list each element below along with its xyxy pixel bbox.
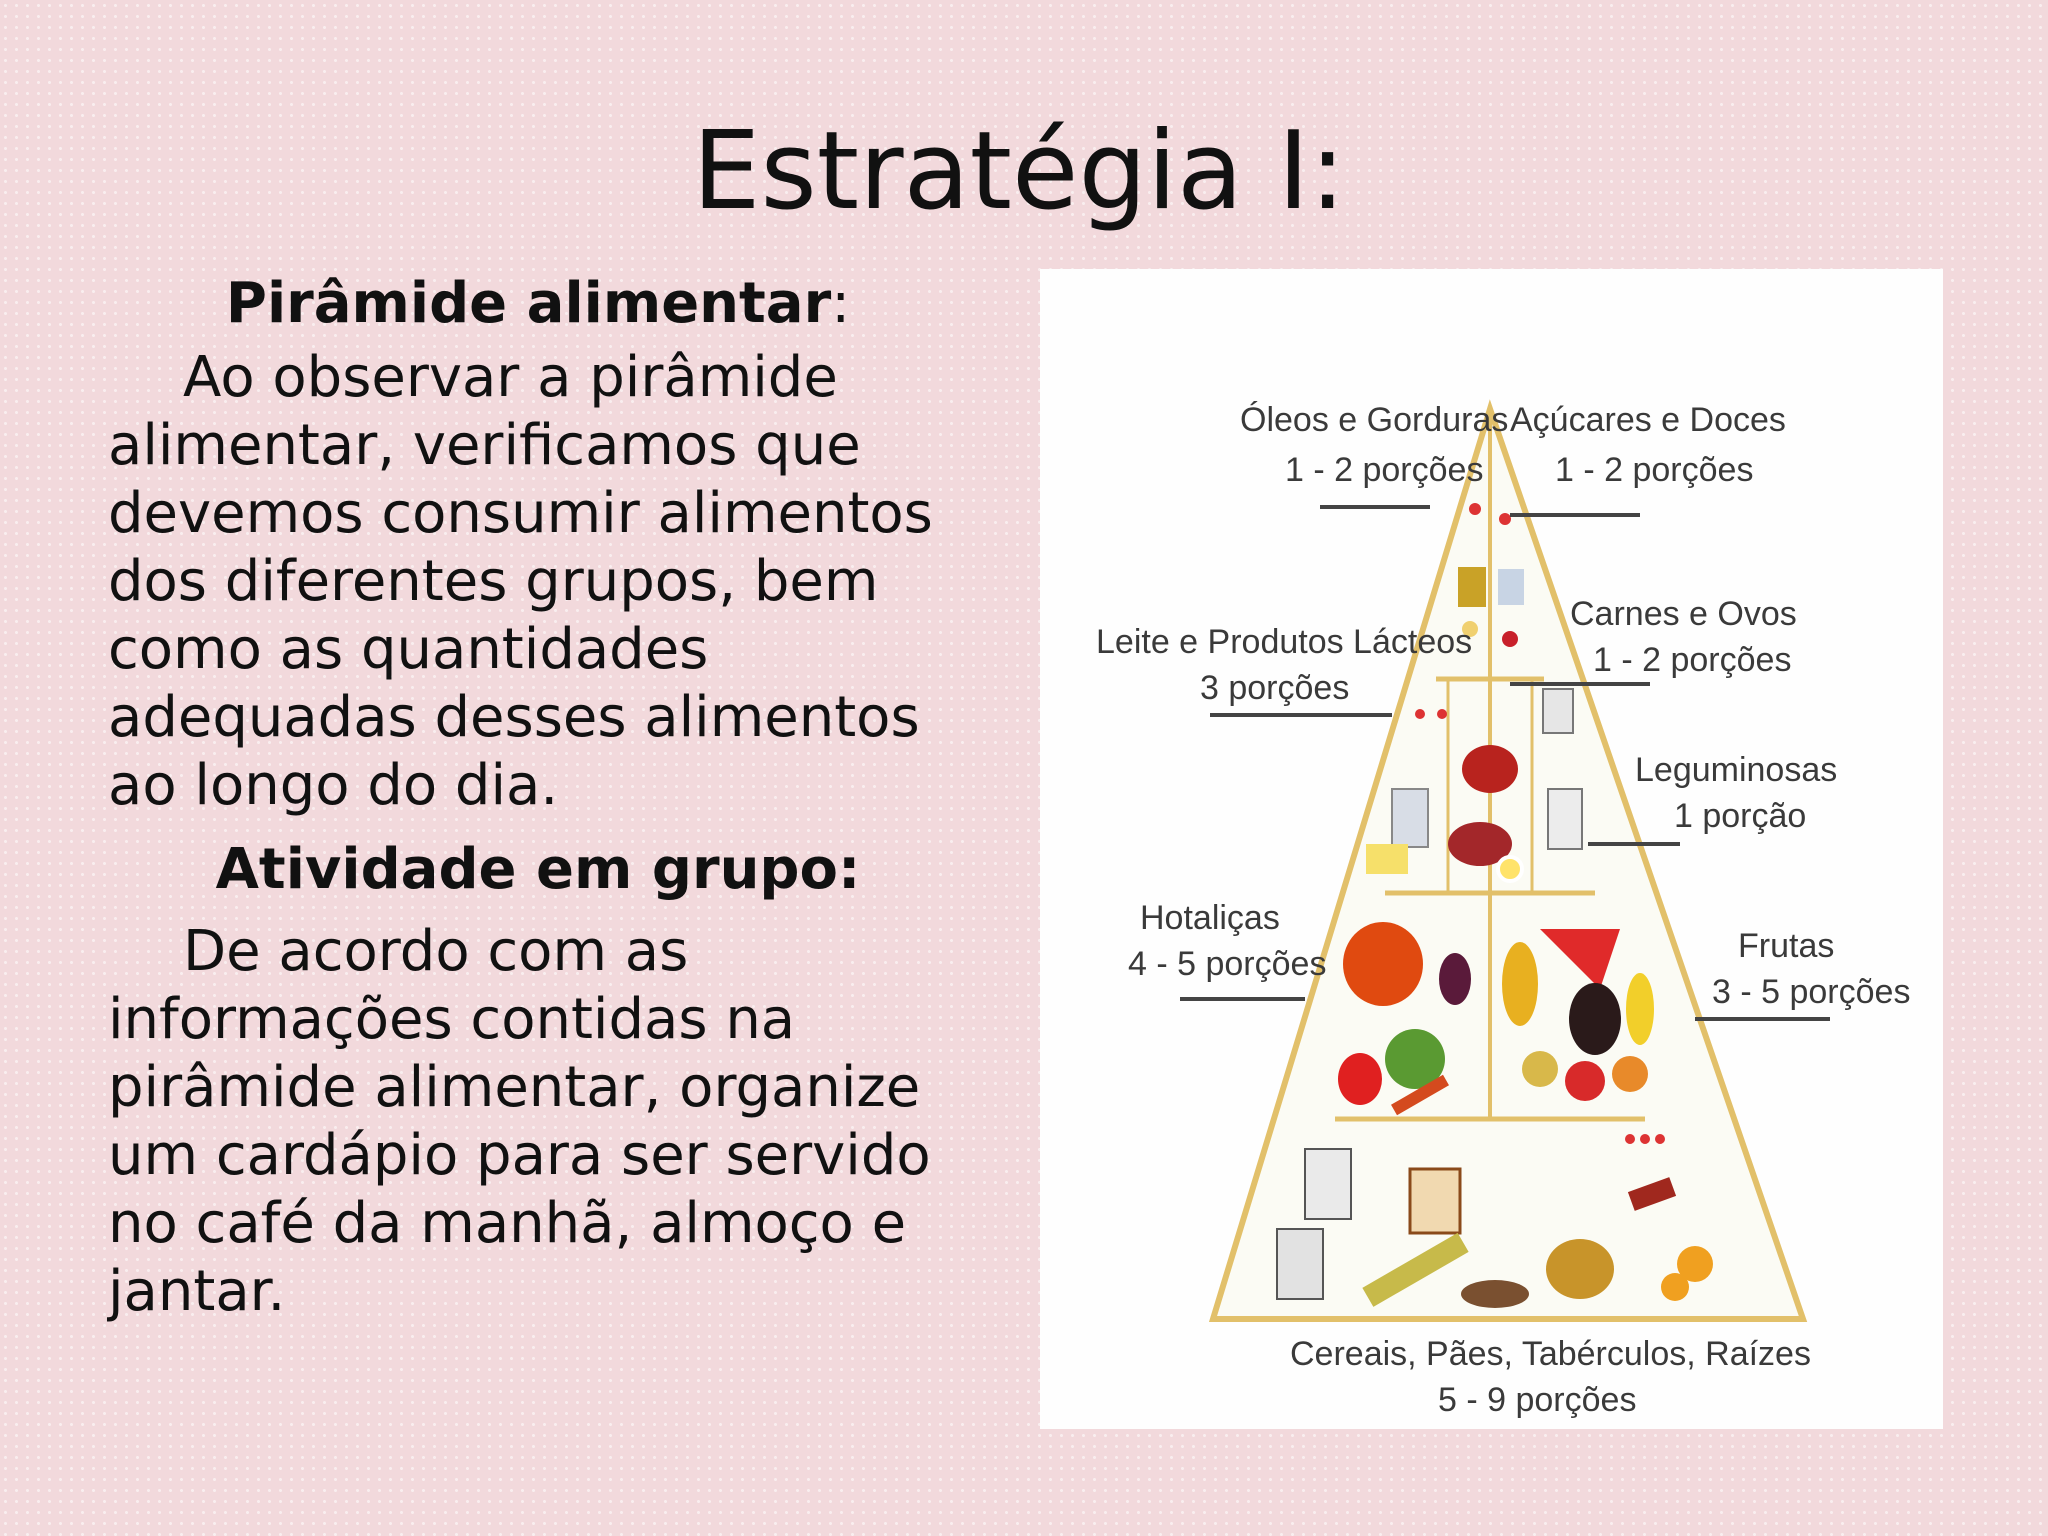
label-grains-name: Cereais, Pães, Tabérculos, Raízes <box>1290 1335 1811 1373</box>
text-column: Pirâmide alimentar: Ao observar a pirâmi… <box>108 270 988 1326</box>
label-fruits-name: Frutas <box>1738 927 1834 965</box>
label-vegetables-name: Hotaliças <box>1140 899 1280 937</box>
label-sugars-name: Açúcares e Doces <box>1510 401 1786 439</box>
label-fruits-portions: 3 - 5 porções <box>1712 973 1910 1011</box>
label-oils-name: Óleos e Gorduras <box>1240 401 1508 439</box>
section1-body: Ao observar a pirâmide alimentar, verifi… <box>108 345 933 818</box>
label-grains-portions: 5 - 9 porções <box>1438 1381 1636 1419</box>
label-meats-portions: 1 - 2 porções <box>1593 641 1791 679</box>
label-dairy-portions: 3 porções <box>1200 669 1349 707</box>
food-pyramid-image: Óleos e Gorduras 1 - 2 porções Açúcares … <box>1040 269 1943 1429</box>
label-dairy-name: Leite e Produtos Lácteos <box>1096 623 1472 661</box>
label-meats-name: Carnes e Ovos <box>1570 595 1797 633</box>
food-illustrations <box>1276 503 1713 1308</box>
section2-heading: Atividade em grupo: <box>215 837 861 902</box>
section1-heading: Pirâmide alimentar: <box>108 270 968 338</box>
label-sugars-portions: 1 - 2 porções <box>1555 451 1753 489</box>
slide-title: Estratégia I: <box>692 109 1346 234</box>
label-vegetables-portions: 4 - 5 porções <box>1128 945 1326 983</box>
label-legumes-portions: 1 porção <box>1674 797 1806 835</box>
section1-heading-colon: : <box>831 271 851 336</box>
label-oils-portions: 1 - 2 porções <box>1285 451 1483 489</box>
section1-heading-text: Pirâmide alimentar <box>225 271 832 336</box>
label-legumes-name: Leguminosas <box>1635 751 1837 789</box>
leader-lines <box>1180 505 1830 1021</box>
section2-body: De acordo com as informações contidas na… <box>108 919 931 1324</box>
food-pyramid-diagram: Óleos e Gorduras 1 - 2 porções Açúcares … <box>1096 399 1910 1419</box>
